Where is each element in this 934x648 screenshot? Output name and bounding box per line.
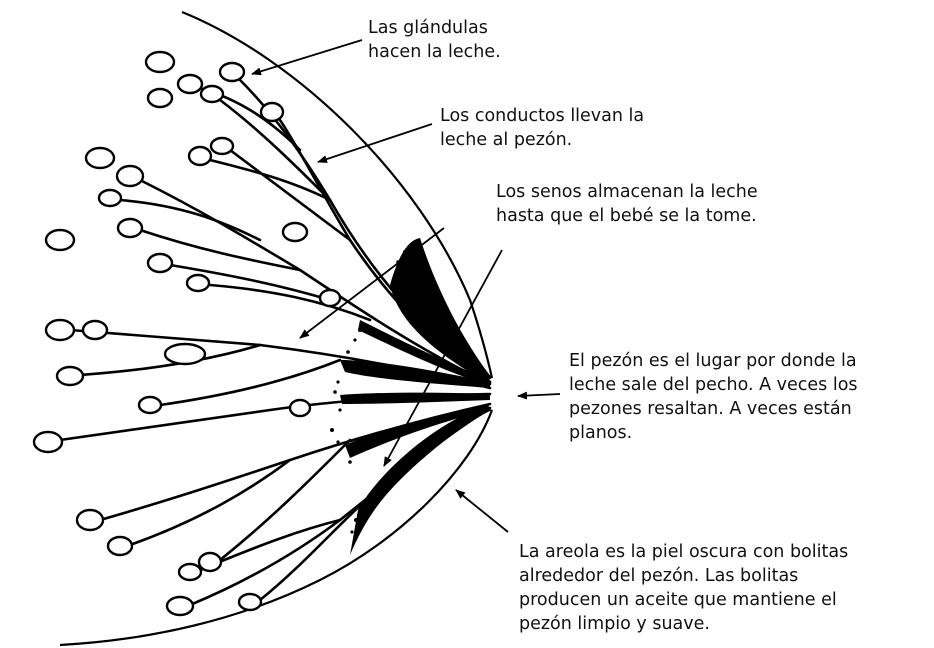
arrow-areola <box>455 489 509 533</box>
label-sinuses-line-2: hasta que el bebé se la tome. <box>496 206 757 226</box>
arrow-sinuses-lower <box>383 249 503 467</box>
label-glands-line-1: Las glándulas <box>368 18 488 38</box>
label-ducts-line-1: Los conductos llevan la <box>440 106 645 126</box>
label-nipple-line-4: planos. <box>569 423 633 443</box>
label-ducts-line-2: leche al pezón. <box>440 130 573 150</box>
label-glands: Las glándulas hacen la leche. <box>368 16 501 64</box>
label-nipple-line-1: El pezón es el lugar por donde la <box>569 351 857 371</box>
label-nipple-line-3: pezones resaltan. A veces están <box>569 399 852 419</box>
breast-outline-upper <box>181 10 494 379</box>
milk-glands-lobules <box>32 50 342 617</box>
label-areola-line-2: alrededor del pezón. Las bolitas <box>519 566 799 586</box>
label-areola-line-1: La areola es la piel oscura con bolitas <box>519 542 849 562</box>
areola-dark-region <box>340 238 492 555</box>
areola-bumps <box>330 243 414 534</box>
label-nipple-line-2: leche sale del pecho. A veces los <box>569 375 858 395</box>
arrow-sinuses-upper <box>299 227 445 339</box>
label-areola: La areola es la piel oscura con bolitas … <box>519 540 848 636</box>
label-sinuses: Los senos almacenan la leche hasta que e… <box>496 180 758 228</box>
label-nipple: El pezón es el lugar por donde la leche … <box>569 349 858 445</box>
label-glands-line-2: hacen la leche. <box>368 42 501 62</box>
label-ducts: Los conductos llevan la leche al pezón. <box>440 104 644 152</box>
milk-ducts <box>58 78 492 607</box>
arrow-glands <box>251 39 363 76</box>
arrow-ducts <box>317 123 433 163</box>
label-areola-line-4: pezón limpio y suave. <box>519 614 710 634</box>
arrow-nipple <box>517 391 561 400</box>
breast-outline-lower <box>59 409 494 647</box>
label-areola-line-3: producen un aceite que mantiene el <box>519 590 837 610</box>
label-sinuses-line-1: Los senos almacenan la leche <box>496 182 758 202</box>
annotation-arrows <box>251 39 561 533</box>
